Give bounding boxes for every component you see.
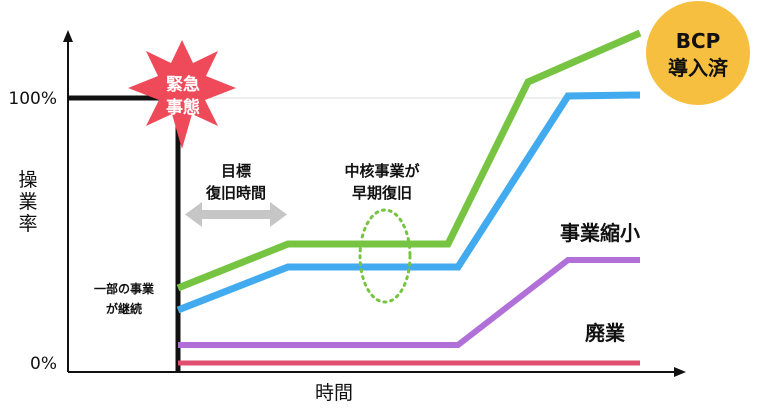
baseline-recovery-line [176,91,641,314]
recovery-time-label-line1: 目標 [221,162,251,180]
y-axis-label-char-1: 操 [18,169,37,191]
partial-business-label-line1: 一部の事業 [94,281,155,296]
core-business-label-line2: 早期復旧 [352,184,412,202]
recovery-time-label-line2: 復旧時間 [205,184,266,202]
partial-business-label-line2: が継続 [106,301,142,316]
x-axis-label: 時間 [315,382,353,404]
core-business-highlight-ellipse [358,208,412,304]
core-business-label-line1: 中核事業が [344,162,420,180]
bcp-badge [646,1,750,105]
pre-disaster-operation-line [68,95,181,372]
y-axis-arrowhead [63,30,73,42]
shrink-line [178,257,640,348]
shrink-label: 事業縮小 [560,221,640,245]
emergency-burst-icon [128,40,236,149]
x-axis-arrowhead [674,367,686,377]
y-axis-label-char-2: 業 [18,191,37,213]
recovery-time-arrow [185,202,287,227]
bcp-badge-line1: BCP [676,29,721,53]
bcp-badge-line2: 導入済 [668,56,729,80]
burst-label-line1: 緊急 [166,74,200,95]
y-tick-0: 0% [30,354,57,374]
y-tick-100: 100% [8,89,57,109]
burst-label-line2: 事態 [166,97,200,118]
bcp-recovery-line [176,29,642,292]
y-axis-label-char-3: 率 [18,213,37,235]
closure-label: 廃業 [585,321,626,345]
